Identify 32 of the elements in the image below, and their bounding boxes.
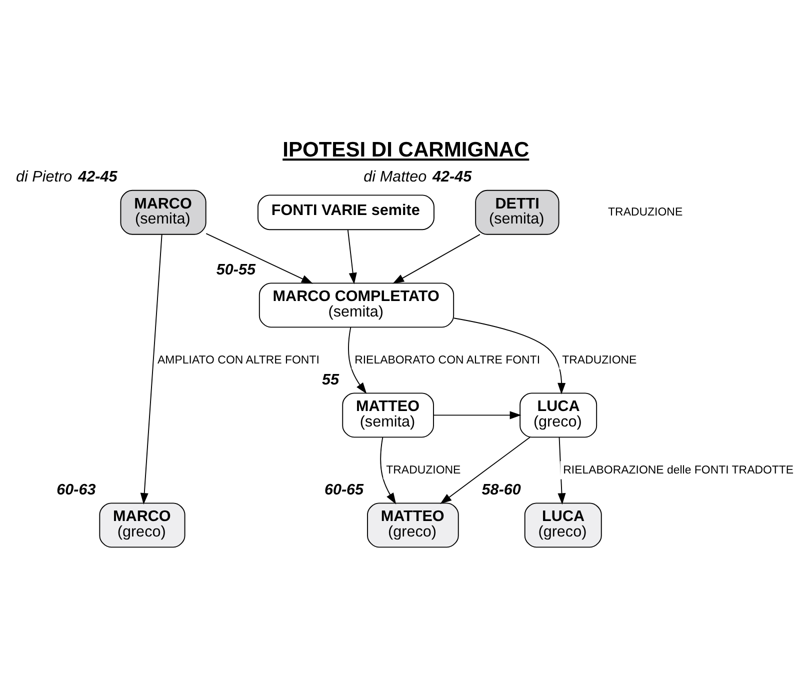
arrow <box>380 436 396 504</box>
edge-label: TRADUZIONE <box>386 464 461 476</box>
label: TRADUZIONE <box>608 206 683 218</box>
node-box: LUCA (greco) <box>520 392 598 438</box>
arrow <box>348 326 367 394</box>
node-label: 55 <box>322 370 340 388</box>
node-label: di Pietro <box>16 168 72 186</box>
node-label: 42-45 <box>432 168 472 186</box>
node-label: 60-65 <box>324 480 364 498</box>
node-box: MARCO COMPLETATO (semita) <box>258 282 454 328</box>
node-box: MARCO (semita) <box>120 189 206 234</box>
node-label: di Matteo <box>364 168 427 186</box>
arrow <box>392 233 480 284</box>
node-box: MARCO (greco) <box>99 502 186 548</box>
arrow <box>453 317 566 394</box>
arrow <box>347 229 357 284</box>
edge-label: RIELABORAZIONE delle FONTI TRADOTTE <box>563 464 794 476</box>
node-box: MATTEO (greco) <box>367 502 459 548</box>
node-label: 50-55 <box>216 260 256 278</box>
edge-label: TRADUZIONE <box>562 354 637 366</box>
node-label: 60-63 <box>56 480 96 498</box>
edge-label: RIELABORATO CON ALTRE FONTI <box>354 354 540 366</box>
node-box: FONTI VARIE semite <box>258 194 434 230</box>
node-label: 58-60 <box>482 480 521 498</box>
node-box: MATTEO (semita) <box>342 392 434 438</box>
arrow <box>433 410 522 419</box>
node-label: 42-45 <box>78 168 118 186</box>
arrow <box>140 234 162 504</box>
node-box: LUCA (greco) <box>524 502 602 548</box>
edge-label: AMPLIATO CON ALTRE FONTI <box>158 354 320 366</box>
node-box: DETTI (semita) <box>475 189 560 234</box>
diagram-title: IPOTESI DI CARMIGNAC <box>282 138 530 162</box>
